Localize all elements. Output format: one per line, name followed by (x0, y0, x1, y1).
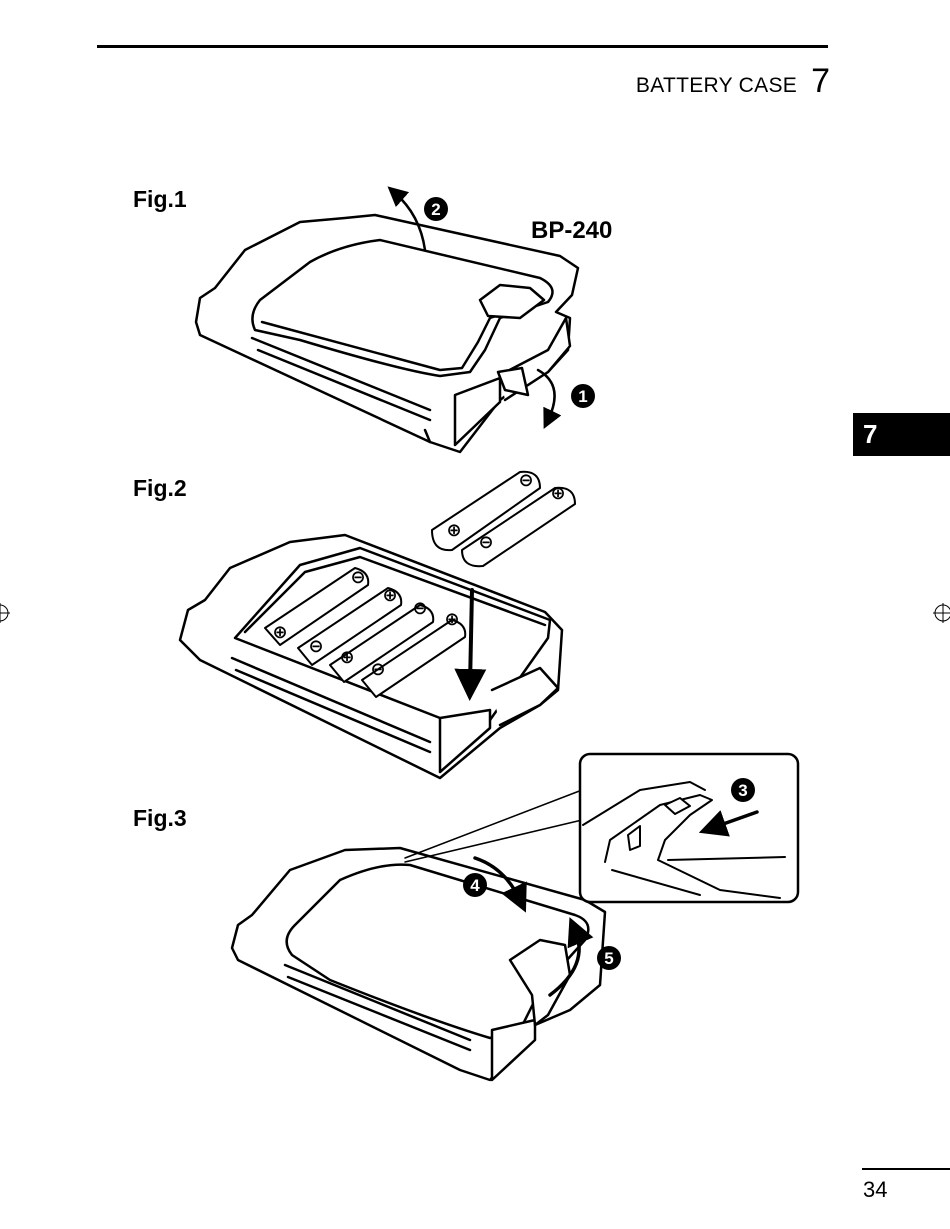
header-rule (97, 45, 828, 48)
svg-text:2: 2 (431, 200, 440, 219)
minus-sign: ⊖ (370, 659, 385, 680)
step-2-badge: 2 (424, 197, 448, 221)
minus-sign: ⊖ (350, 567, 365, 588)
plus-sign: ⊕ (446, 520, 461, 541)
fig1-label: Fig.1 (133, 186, 187, 212)
fig3-inset-hook-detail (582, 781, 786, 899)
chapter-tab: 7 (853, 413, 950, 456)
fig1-battery-case-illustration (194, 213, 580, 454)
fig3-callout-line (404, 789, 583, 859)
fig3-label: Fig.3 (133, 805, 187, 831)
plus-sign: ⊕ (339, 647, 354, 668)
fig3-detail-inset (578, 752, 800, 904)
plus-sign: ⊕ (444, 609, 459, 630)
step-3-badge: 3 (731, 778, 755, 802)
fig3-latch-arrow (548, 917, 594, 997)
fig3-callout-line (404, 819, 583, 863)
registration-mark-left (0, 603, 10, 623)
fig1-arrow-release (536, 368, 562, 429)
minus-sign: ⊖ (518, 470, 533, 491)
fig3-battery-case-closed (230, 846, 607, 1082)
plus-sign: ⊕ (272, 622, 287, 643)
plus-sign: ⊕ (550, 483, 565, 504)
svg-text:4: 4 (470, 876, 480, 895)
minus-sign: ⊖ (478, 532, 493, 553)
fig3-close-arrow (473, 856, 527, 913)
minus-sign: ⊖ (412, 598, 427, 619)
fig2-insert-arrow (454, 588, 487, 701)
fig2-loose-cells (431, 470, 576, 568)
fig2-label: Fig.2 (133, 475, 187, 501)
model-label: BP-240 (531, 217, 613, 244)
fig3-slide-arrow (698, 810, 759, 837)
step-5-badge: 5 (597, 946, 621, 970)
fig2-polarity-marks: ⊖ ⊕ ⊖ ⊕ ⊕ ⊖ ⊕ ⊖ ⊖ ⊕ ⊕ ⊖ (272, 470, 565, 680)
svg-text:1: 1 (578, 387, 587, 406)
footer-rule (862, 1168, 950, 1170)
plus-sign: ⊕ (382, 585, 397, 606)
running-head: BATTERY CASE 7 (636, 62, 830, 101)
step-1-badge: 1 (571, 384, 595, 408)
page-number: 34 (863, 1177, 888, 1202)
svg-text:3: 3 (738, 781, 747, 800)
section-title: BATTERY CASE (635, 74, 798, 97)
svg-text:5: 5 (604, 949, 613, 968)
fig2-installed-cells (264, 567, 467, 698)
minus-sign: ⊖ (308, 636, 323, 657)
step-4-badge: 4 (463, 873, 487, 897)
chapter-number: 7 (811, 62, 830, 100)
fig1-arrow-lift (387, 186, 427, 252)
